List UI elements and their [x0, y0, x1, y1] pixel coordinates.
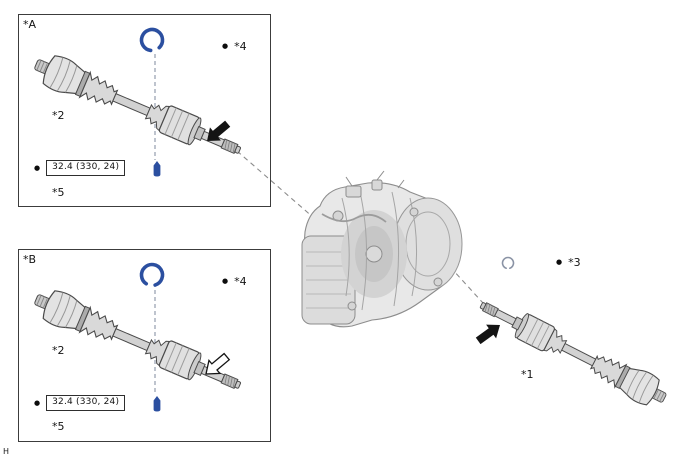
bullet-icon: ● [556, 258, 563, 266]
callout-4-panel-a-label: *4 [234, 40, 247, 53]
transaxle-illustration [301, 170, 463, 328]
page-corner-letter: H [3, 447, 10, 456]
callout-5-panel-b: *5 [52, 420, 65, 433]
torque-spec-box-panel-a: 32.4 (330, 24) [46, 160, 126, 176]
bullet-icon: ● [34, 398, 41, 407]
callout-1: *1 [521, 368, 534, 381]
drive-shaft-right-illustration [473, 290, 673, 413]
callout-3-label: *3 [568, 256, 581, 269]
bullet-icon: ● [222, 277, 229, 285]
bullet-icon: ● [34, 163, 41, 172]
torque-callout-panel-a: ● 32.4 (330, 24) [34, 160, 126, 176]
install-arrow-right-icon [473, 318, 505, 348]
panel-a-title: *A [23, 18, 37, 31]
panel-a-frame [18, 14, 271, 207]
leader-line-panel-a [236, 150, 323, 226]
callout-2-panel-a: *2 [52, 109, 65, 122]
circlip-icon [501, 256, 515, 270]
torque-callout-panel-b: ● 32.4 (330, 24) [34, 395, 126, 411]
callout-2-panel-b: *2 [52, 344, 65, 357]
torque-spec-box-panel-b: 32.4 (330, 24) [46, 395, 126, 411]
bullet-icon: ● [222, 42, 229, 50]
panel-b-frame [18, 249, 271, 442]
callout-3: ● *3 [556, 257, 581, 268]
callout-4-panel-b-label: *4 [234, 275, 247, 288]
callout-4-panel-b: ● *4 [222, 276, 247, 287]
panel-b-title: *B [23, 253, 37, 266]
callout-5-panel-a: *5 [52, 186, 65, 199]
callout-4-panel-a: ● *4 [222, 41, 247, 52]
